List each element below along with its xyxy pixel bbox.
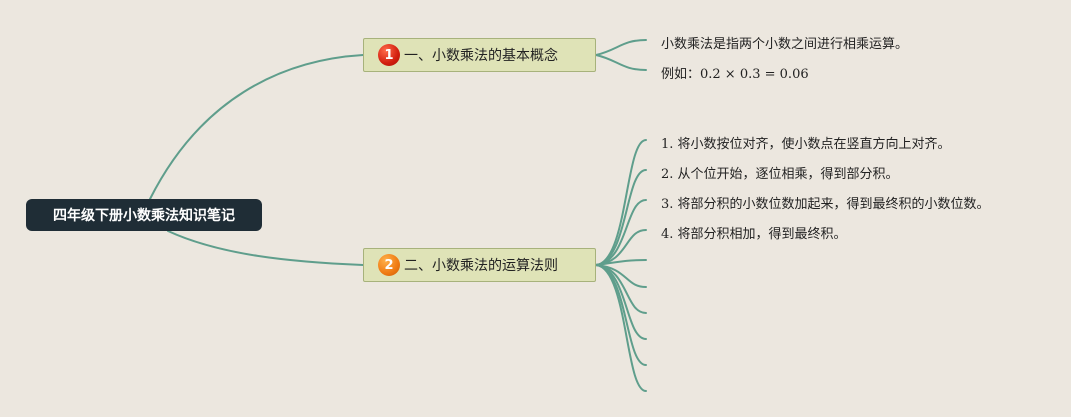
connector-root-branch-2 (167, 230, 364, 266)
root-topic-label: 四年级下册小数乘法知识笔记 (53, 208, 235, 224)
connector-branch-2-empty-5 (595, 264, 647, 366)
leaf-topic-rule-3[interactable]: 3. 将部分积的小数位数加起来，得到最终积的小数位数。 (661, 197, 990, 212)
leaf-topic-definition[interactable]: 小数乘法是指两个小数之间进行相乘运算。 (661, 37, 909, 52)
connector-branch-1-leaf-2 (595, 54, 647, 71)
leaf-topic-rule-1[interactable]: 1. 将小数按位对齐，使小数点在竖直方向上对齐。 (661, 137, 951, 152)
connector-branch-2-leaf-3 (595, 199, 647, 266)
branch-topic-label: 二、小数乘法的运算法则 (404, 258, 558, 274)
connector-branch-2-empty-1 (595, 259, 647, 266)
leaf-topic-rule-2[interactable]: 2. 从个位开始，逐位相乘，得到部分积。 (661, 167, 899, 182)
root-topic[interactable]: 四年级下册小数乘法知识笔记 (26, 199, 262, 231)
branch-topic-label: 一、小数乘法的基本概念 (404, 48, 558, 64)
branch-topic-basic-concept[interactable]: 1 一、小数乘法的基本概念 (363, 38, 596, 72)
leaf-topic-example[interactable]: 例如：0.2 × 0.3 = 0.06 (661, 67, 809, 82)
connector-branch-2-leaf-2 (595, 169, 647, 266)
number-2-badge-icon: 2 (378, 254, 400, 276)
branch-topic-operation-rules[interactable]: 2 二、小数乘法的运算法则 (363, 248, 596, 282)
leaf-topic-rule-4[interactable]: 4. 将部分积相加，得到最终积。 (661, 227, 847, 242)
connector-branch-1-leaf-1 (595, 39, 647, 56)
number-1-badge-icon: 1 (378, 44, 400, 66)
connector-root-branch-1 (149, 54, 364, 200)
connector-branch-2-leaf-1 (595, 139, 647, 266)
connector-branch-2-empty-6 (595, 264, 647, 392)
